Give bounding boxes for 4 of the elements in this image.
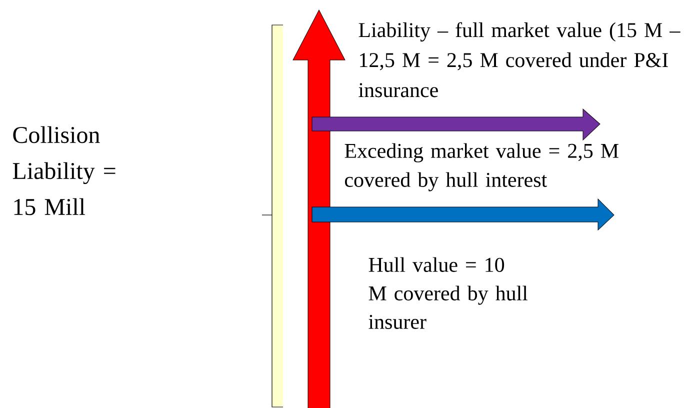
text-label: Hull value = 10 M covered by hull insurer: [368, 257, 528, 329]
text-label: Exceding market value = 2,5 M covered by hull interest: [344, 143, 618, 192]
text-label: Liability – full market value (15 M – 12,5 M = 2,5 M covered under P&I insurance: [358, 22, 680, 98]
text-label: Collision Liability = 15 Mill: [12, 126, 116, 216]
